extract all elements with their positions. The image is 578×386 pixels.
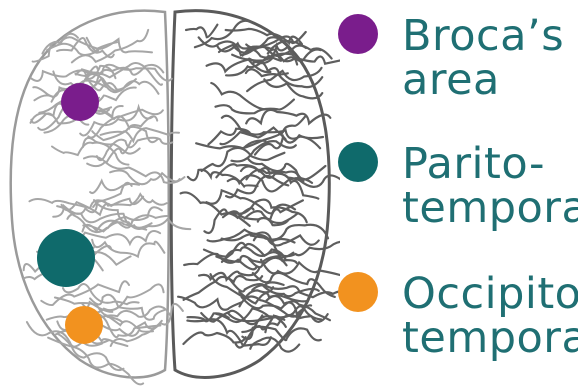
legend-dot-orange-icon <box>338 272 378 312</box>
legend-item-broca: Broca’s area <box>338 14 564 102</box>
brain-illustration <box>0 0 340 386</box>
parito-temporal-marker <box>37 229 95 287</box>
legend-occipito-line2: temporal <box>402 316 578 360</box>
legend-label-occipito: Occipito- temporal <box>402 272 578 360</box>
legend-item-parito: Parito- temporal <box>338 142 578 230</box>
legend-broca-line1: Broca’s <box>402 14 564 58</box>
legend-occipito-line1: Occipito- <box>402 272 578 316</box>
legend-parito-line2: temporal <box>402 186 578 230</box>
legend-parito-line1: Parito- <box>402 142 578 186</box>
legend-dot-teal-icon <box>338 142 378 182</box>
legend-dot-purple-icon <box>338 14 378 54</box>
legend-label-broca: Broca’s area <box>402 14 564 102</box>
legend-broca-line2: area <box>402 58 564 102</box>
occipito-temporal-marker <box>65 306 103 344</box>
legend-label-parito: Parito- temporal <box>402 142 578 230</box>
broca-area-marker <box>61 83 99 121</box>
legend-item-occipito: Occipito- temporal <box>338 272 578 360</box>
